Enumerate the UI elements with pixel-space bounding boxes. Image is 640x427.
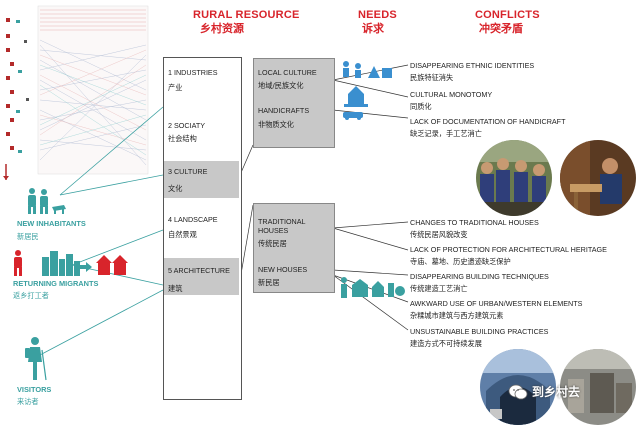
watermark-text: 到乡村去 — [532, 385, 581, 399]
resource-architecture: 5 ARCHITECTURE — [168, 266, 230, 275]
watermark: 到乡村去 — [508, 383, 580, 400]
resource-landscape-cn: 自然景观 — [168, 230, 197, 239]
conflict-building-techniques: DISAPPEARING BUILDING TECHNIQUES — [410, 272, 549, 281]
need-traditional-houses: TRADITIONAL HOUSES — [258, 217, 306, 235]
culture-highlight — [164, 161, 239, 198]
visitors-label-cn: 来访者 — [17, 397, 39, 406]
need-traditional-houses-cn: 传统民居 — [258, 239, 287, 248]
conflict-ethnic-identities: DISAPPEARING ETHNIC IDENTITIES — [410, 61, 535, 70]
conflict-awkward-elements: AWKWARD USE OF URBAN/WESTERN ELEMENTS — [410, 299, 583, 308]
matrix-thumbnail — [0, 0, 150, 180]
conflict-ethnic-identities-cn: 民族特征消失 — [410, 73, 454, 82]
resource-society-cn: 社会结构 — [168, 134, 197, 143]
returning-migrants-label-cn: 返乡打工者 — [13, 291, 49, 300]
resource-architecture-cn: 建筑 — [168, 284, 183, 293]
rural-resource-header: RURAL RESOURCE — [193, 9, 300, 21]
conflict-lack-protection: LACK OF PROTECTION FOR ARCHITECTURAL HER… — [410, 245, 607, 254]
resource-culture-cn: 文化 — [168, 184, 183, 193]
returning-migrants-icon — [12, 249, 134, 281]
need-handicrafts: HANDICRAFTS — [258, 106, 310, 115]
conflict-cultural-monotomy: CULTURAL MONOTOMY — [410, 90, 493, 99]
rural-resource-box — [163, 57, 242, 400]
resource-industries: 1 INDUSTRIES — [168, 68, 218, 77]
conflict-cultural-monotomy-cn: 同质化 — [410, 102, 432, 111]
needs-header: NEEDS — [358, 9, 397, 21]
need-new-houses: NEW HOUSES — [258, 265, 308, 274]
conflict-awkward-elements-cn: 杂糅城市建筑与西方建筑元素 — [410, 311, 504, 320]
need-local-culture: LOCAL CULTURE — [258, 68, 317, 77]
rural-resource-header-cn: 乡村资源 — [200, 22, 244, 35]
need-new-houses-cn: 新民居 — [258, 278, 280, 287]
new-inhabitants-icon — [20, 187, 68, 219]
conflict-lack-protection-cn: 寺庙、墓地、历史遗迹缺乏保护 — [410, 257, 511, 266]
resource-culture: 3 CULTURE — [168, 167, 208, 176]
resource-landscape: 4 LANDSCAPE — [168, 215, 218, 224]
conflict-unsustainable-practices: UNSUSTAINABLE BUILDING PRACTICES — [410, 327, 549, 336]
needs-culture-box — [253, 58, 335, 148]
conflict-lack-documentation-cn: 缺乏记录，手工艺消亡 — [410, 129, 482, 138]
architecture-highlight — [164, 258, 239, 295]
returning-migrants-label: RETURNING MIGRANTS — [13, 279, 99, 288]
needs-header-cn: 诉求 — [362, 22, 384, 35]
new-inhabitants-label: NEW INHABITANTS — [17, 219, 86, 228]
culture-icons — [338, 58, 408, 124]
resource-society: 2 SOCIATY — [168, 121, 206, 130]
new-inhabitants-label-cn: 新居民 — [17, 232, 39, 241]
conflict-changes-traditional-houses-cn: 传统民居风貌改变 — [410, 230, 468, 239]
villagers-photo — [476, 140, 552, 216]
conflict-lack-documentation: LACK OF DOCUMENTATION OF HANDICRAFT — [410, 117, 566, 126]
need-handicrafts-cn: 非物质文化 — [258, 120, 294, 129]
need-local-culture-cn: 地域/民族文化 — [258, 81, 304, 90]
wechat-icon — [508, 384, 528, 399]
craftsman-photo — [560, 140, 636, 216]
conflicts-header-cn: 冲突矛盾 — [479, 22, 523, 35]
visitors-icon — [22, 336, 48, 386]
resource-industries-cn: 产业 — [168, 83, 183, 92]
conflict-building-techniques-cn: 传统建造工艺消亡 — [410, 284, 468, 293]
conflict-changes-traditional-houses: CHANGES TO TRADITIONAL HOUSES — [410, 218, 539, 227]
architecture-icons — [338, 275, 408, 305]
visitors-label: VISITORS — [17, 385, 52, 394]
needs-architecture-box — [253, 203, 335, 293]
conflict-unsustainable-practices-cn: 建造方式不可持续发展 — [410, 339, 482, 348]
matrix-graphic — [3, 5, 149, 180]
conflicts-header: CONFLICTS — [475, 9, 540, 21]
stone-house-photo — [560, 349, 636, 425]
